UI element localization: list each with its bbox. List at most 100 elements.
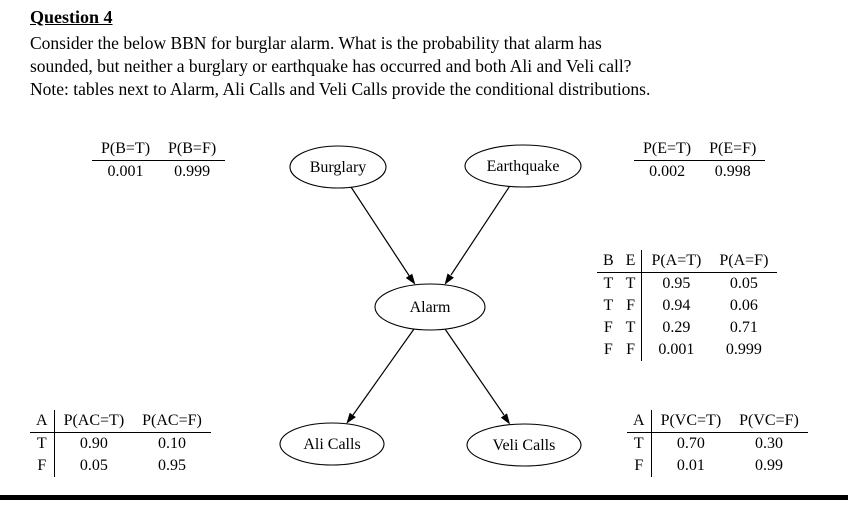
header-cell: P(A=T) (641, 250, 711, 273)
value-cell: 0.99 (754, 457, 783, 474)
value-cell: F (30, 455, 55, 477)
value-cell: 0.05 (729, 275, 758, 292)
edge-line (352, 328, 415, 416)
value-cell: T (619, 317, 643, 339)
table-row: F T 0.29 0.71 (597, 317, 777, 339)
question-line-3: Note: tables next to Alarm, Ali Calls an… (30, 79, 651, 99)
table-header-row: B E P(A=T) P(A=F) (597, 250, 778, 273)
value-cell: 0.05 (79, 457, 108, 474)
node-label: Earthquake (487, 158, 560, 175)
value-cell: 0.30 (754, 435, 783, 452)
value-cell: 0.998 (714, 163, 751, 180)
value-cell: 0.10 (157, 435, 186, 452)
header-cell: A (627, 410, 652, 433)
header-cell: P(AC=F) (133, 410, 211, 433)
bottom-divider (0, 495, 848, 500)
table-header-row: A P(VC=T) P(VC=F) (627, 410, 808, 433)
table-row: 0.001 0.999 (92, 161, 225, 184)
value-cell: F (627, 455, 652, 477)
value-cell: 0.06 (729, 297, 758, 314)
edge-line (444, 328, 505, 416)
table-row: F 0.01 0.99 (627, 455, 808, 477)
value-cell: 0.95 (662, 275, 691, 292)
node-ellipse (374, 283, 486, 331)
bbn-diagram: Burglary Earthquake Alarm Ali Calls Veli… (279, 144, 582, 467)
table-row: T 0.70 0.30 (627, 432, 808, 455)
edge-alarm-to-veli-calls (444, 328, 511, 425)
table-row: T 0.90 0.10 (30, 432, 211, 455)
node-ellipse (279, 422, 385, 466)
header-cell: P(B=T) (92, 138, 160, 161)
table-row: F 0.05 0.95 (30, 455, 211, 477)
value-cell: F (603, 319, 613, 336)
table-row: T T 0.95 0.05 (597, 272, 777, 295)
table-header-row: P(E=T) P(E=F) (634, 138, 766, 161)
node-ellipse (464, 144, 582, 188)
header-cell: P(AC=T) (54, 410, 134, 433)
node-earthquake: Earthquake (464, 144, 582, 188)
value-cell: 0.999 (174, 163, 211, 180)
header-cell: E (619, 250, 643, 273)
node-burglary: Burglary (289, 145, 387, 189)
value-cell: 0.94 (662, 297, 691, 314)
earthquake-prior-table: P(E=T) P(E=F) 0.002 0.998 (634, 138, 766, 184)
edge-burglary-to-alarm (350, 186, 416, 285)
header-cell: P(VC=T) (651, 410, 731, 433)
value-cell: 0.29 (662, 319, 691, 336)
alarm-cpt-table: B E P(A=T) P(A=F) T T 0.95 0.05 T F 0.94… (597, 250, 778, 361)
value-cell: 0.001 (658, 341, 695, 358)
edge-earthquake-to-alarm (444, 186, 511, 285)
value-cell: F (619, 295, 643, 317)
question-text: Consider the below BBN for burglar alarm… (30, 32, 650, 101)
ali-calls-cpt-table: A P(AC=T) P(AC=F) T 0.90 0.10 F 0.05 0.9… (30, 410, 211, 477)
header-cell: B (597, 250, 620, 273)
node-ali-calls: Ali Calls (279, 422, 385, 466)
edge-line (450, 186, 511, 276)
veli-calls-cpt-table: A P(VC=T) P(VC=F) T 0.70 0.30 F 0.01 0.9… (627, 410, 808, 477)
node-ellipse (466, 423, 582, 467)
value-cell: 0.95 (157, 457, 186, 474)
value-cell: 0.001 (107, 163, 144, 180)
arrowhead-icon (405, 273, 416, 285)
table-row: 0.002 0.998 (634, 161, 765, 184)
arrowhead-icon (444, 273, 454, 285)
node-label: Burglary (310, 159, 367, 176)
node-label: Veli Calls (493, 437, 556, 454)
header-cell: P(E=T) (634, 138, 701, 161)
arrowhead-icon (346, 412, 356, 424)
edge-line (350, 186, 411, 278)
header-cell: P(E=F) (700, 138, 766, 161)
question-title: Question 4 (30, 7, 113, 27)
node-label: Alarm (410, 299, 451, 316)
value-cell: 0.71 (729, 319, 758, 336)
value-cell: 0.999 (725, 341, 762, 358)
question-line-2: sounded, but neither a burglary or earth… (30, 56, 632, 76)
value-cell: T (627, 432, 652, 455)
value-cell: T (619, 272, 643, 295)
table-row: F F 0.001 0.999 (597, 339, 777, 361)
value-cell: 0.002 (649, 163, 686, 180)
table-row: T F 0.94 0.06 (597, 295, 777, 317)
node-label: Ali Calls (303, 436, 360, 453)
arrowhead-icon (500, 413, 511, 425)
node-veli-calls: Veli Calls (466, 423, 582, 467)
burglary-prior-table: P(B=T) P(B=F) 0.001 0.999 (92, 138, 226, 184)
value-cell: 0.90 (79, 435, 108, 452)
node-ellipse (289, 145, 387, 189)
table-header-row: A P(AC=T) P(AC=F) (30, 410, 211, 433)
value-cell: F (603, 341, 613, 358)
value-cell: T (30, 432, 55, 455)
header-cell: P(B=F) (159, 138, 226, 161)
value-cell: F (619, 339, 643, 361)
question-line-1: Consider the below BBN for burglar alarm… (30, 33, 602, 53)
value-cell: 0.01 (676, 457, 705, 474)
edge-alarm-to-ali-calls (346, 328, 415, 424)
value-cell: T (603, 275, 614, 292)
node-alarm: Alarm (374, 283, 486, 331)
header-cell: P(VC=F) (730, 410, 808, 433)
value-cell: 0.70 (676, 435, 705, 452)
header-cell: A (30, 410, 55, 433)
table-header-row: P(B=T) P(B=F) (92, 138, 226, 161)
value-cell: T (603, 297, 614, 314)
